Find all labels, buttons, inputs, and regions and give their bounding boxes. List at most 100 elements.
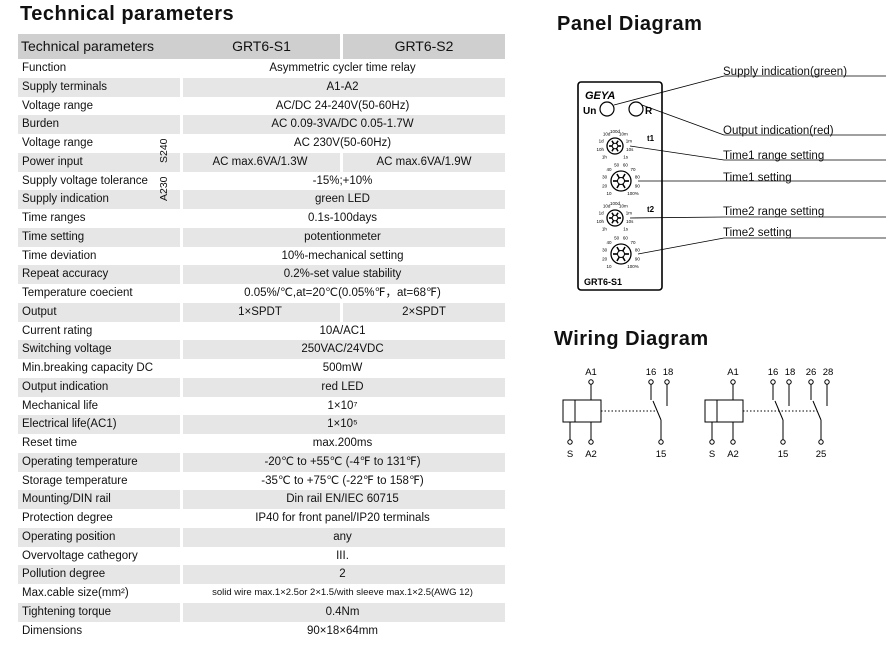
parameter-value: 500mW — [322, 362, 363, 374]
parameter-value: 10A/AC1 — [319, 324, 366, 337]
annotation-time2-setting: Time2 setting — [723, 227, 792, 239]
terminal-label: 26 — [806, 367, 817, 378]
dial-tick-label: 10m — [619, 204, 628, 209]
dial-tick-label: 100% — [627, 191, 639, 196]
parameter-value: III. — [336, 549, 349, 562]
parameter-label: Voltage range — [22, 137, 93, 149]
dial-tick-label: 1m — [626, 210, 633, 215]
panel-diagram-title: Panel Diagram — [557, 13, 703, 35]
terminal-label: 25 — [816, 449, 827, 460]
parameter-label: Voltage range — [22, 99, 93, 112]
r-label: R — [645, 106, 653, 117]
parameter-label: Repeat accuracy — [22, 268, 109, 281]
column-divider — [180, 546, 183, 566]
column-divider — [180, 96, 183, 116]
parameter-label: Supply indication — [22, 193, 109, 206]
dial-tick-label: 100% — [627, 264, 639, 269]
dial-tick-label: 20 — [602, 183, 608, 188]
terminal-label: A1 — [727, 367, 739, 378]
parameter-value: 250VAC/24VDC — [301, 343, 384, 356]
dial-tick-label: 10d — [603, 132, 611, 137]
terminal-label: A2 — [727, 449, 739, 460]
dial-tick-label: 40 — [606, 240, 612, 245]
column-divider — [180, 284, 183, 303]
terminal-label: S — [567, 449, 573, 460]
dial-tick-label: 60 — [623, 163, 629, 168]
header-cell-grt6-s2: GRT6-S2 — [343, 34, 505, 59]
parameter-label: Current rating — [22, 324, 93, 337]
dial-tick-label: 1h — [602, 227, 608, 232]
dial-tick-label: 1s — [623, 227, 629, 232]
dial-tick-label: 30 — [602, 248, 608, 253]
wiring-s2 — [704, 384, 828, 440]
dial-tick-label: 30 — [602, 175, 608, 180]
terminal-label: 15 — [778, 449, 789, 460]
table-row: Burden AC 0.09-3VA/DC 0.05-1.7W — [18, 115, 505, 134]
table-row: Operating temperature-20℃ to +55℃ (-4℉ t… — [18, 452, 505, 472]
parameter-label: Reset time — [22, 437, 77, 449]
annotation-time2-range: Time2 range setting — [723, 206, 825, 218]
supply-led-icon — [599, 101, 615, 117]
dial-tick-label: 40 — [606, 167, 612, 172]
table-row: Electrical life(AC1)1×10⁵ — [18, 415, 505, 434]
parameter-label: Supply terminals — [22, 80, 108, 93]
t2-label: t2 — [647, 205, 655, 214]
dial-tick-label: 1s — [623, 155, 629, 160]
terminal-label: 18 — [785, 367, 796, 378]
dial-tick-label: 90 — [635, 183, 641, 188]
column-divider — [180, 584, 183, 603]
parameter-label: Burden — [22, 118, 60, 131]
parameter-value: potentionmeter — [304, 230, 381, 243]
parameter-label: Operating temperature — [22, 455, 138, 468]
dial-tick-label: 70 — [631, 167, 637, 172]
dial-tick-label: 1d — [599, 210, 605, 215]
parameter-label: Dimensions — [22, 624, 83, 637]
parameter-label: Mounting/DIN rail — [22, 493, 111, 506]
dial-tick-label: 10h — [597, 219, 605, 224]
dial-tick-label: 10h — [597, 147, 605, 152]
parameter-value: AC/DC 24-240V(50-60Hz) — [275, 99, 410, 112]
wiring-diagram: A1 16 18 S A2 15 A1 16 18 26 28 S A2 15 … — [562, 367, 833, 460]
column-divider — [180, 115, 183, 134]
dial-tick-label: 80 — [635, 248, 641, 253]
dial-tick-label: 50 — [614, 163, 620, 168]
column-divider — [180, 340, 183, 359]
dial-tick-label: 90 — [635, 256, 641, 261]
column-divider — [180, 59, 183, 78]
table-header-row: Technical parameters GRT6-S1 GRT6-S2 — [18, 34, 505, 59]
table-row: Supply voltage tolerance-15%;+10% — [18, 171, 505, 191]
parameter-label: Min.breaking capacity DC — [22, 362, 154, 374]
parameter-value: AC 0.09-3VA/DC 0.05-1.7W — [271, 118, 414, 131]
value-grt6-s1: AC max.6VA/1.3W — [212, 155, 308, 168]
table-row: Voltage range AC/DC 24-240V(50-60Hz) — [18, 96, 505, 116]
column-divider — [180, 321, 183, 341]
parameter-value: IP40 for front panel/IP20 terminals — [255, 512, 430, 524]
header-cell-parameters: Technical parameters — [18, 34, 183, 59]
parameter-label: Electrical life(AC1) — [22, 418, 117, 431]
terminal-label: A2 — [585, 449, 597, 460]
dial-tick-label: 50 — [614, 236, 620, 241]
terminal-label: 16 — [646, 367, 657, 378]
dial-tick-label: 10 — [606, 264, 612, 269]
column-divider — [180, 134, 183, 153]
table-row: Max.cable size(mm²)solid wire max.1×2.5o… — [18, 584, 505, 603]
dial-tick-label: 1m — [626, 138, 633, 143]
dial-tick-label: 80 — [635, 175, 641, 180]
parameter-label: Output indication — [22, 380, 109, 393]
model-label: GRT6-S1 — [584, 277, 622, 287]
parameter-value: Din rail EN/IEC 60715 — [286, 493, 399, 506]
panel-diagram: GEYA Un R t1 t2 1h10h1d10d100d10m1m10s1s… — [577, 75, 886, 291]
